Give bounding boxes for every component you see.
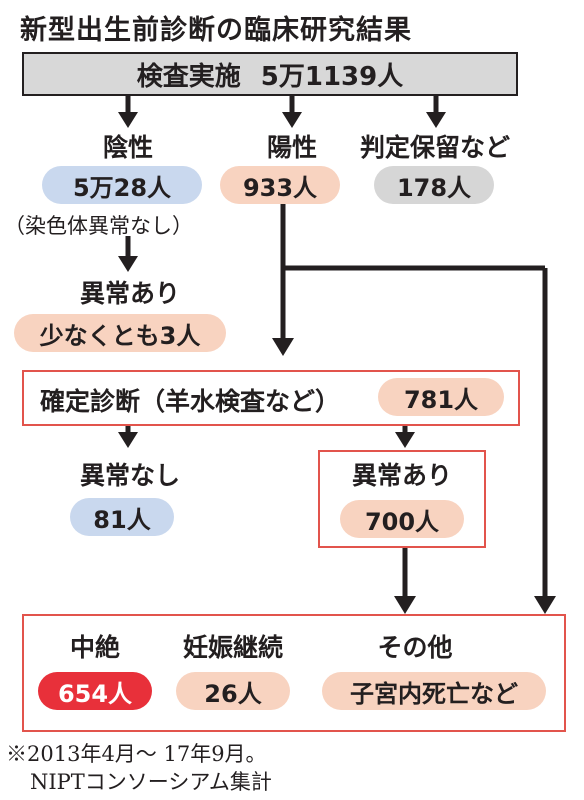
footnote-period: ※2013年4月～ 17年9月。 (6, 742, 267, 766)
confirm-box (22, 370, 520, 426)
arrowhead (426, 112, 446, 128)
positive-value: 933人 (220, 166, 340, 204)
negative-note: （染色体異常なし） (4, 214, 193, 238)
arrowhead (282, 112, 302, 128)
arrowhead (118, 112, 138, 128)
pending-label: 判定保留など (359, 133, 510, 162)
positive-label: 陽性 (266, 133, 317, 162)
no-abnormal-value: 81人 (70, 498, 174, 536)
other-label: その他 (377, 633, 453, 662)
pending-value: 178人 (374, 166, 494, 204)
arrowhead (118, 432, 138, 448)
continue-label: 妊娠継続 (182, 633, 283, 662)
false-negative-label: 異常あり (79, 279, 180, 308)
arrowhead (395, 432, 415, 448)
continue-value: 26人 (176, 672, 290, 710)
negative-label: 陰性 (102, 133, 153, 162)
negative-value: 5万28人 (42, 166, 202, 204)
arrowhead (118, 256, 138, 272)
footnote-source: NIPTコンソーシアム集計 (30, 770, 272, 794)
other-value: 子宮内死亡など (322, 672, 546, 710)
confirm-label: 確定診断（羊水検査など） (40, 387, 341, 416)
test-total-box: 検査実施 5万1139人 (22, 52, 518, 96)
no-abnormal-label: 異常なし (79, 461, 180, 490)
arrowhead (534, 596, 556, 614)
arrowhead (272, 338, 294, 356)
abnormal-label: 異常あり (351, 461, 452, 490)
diagram-title: 新型出生前診断の臨床研究結果 (20, 15, 412, 46)
false-negative-value: 少なくとも3人 (14, 314, 226, 352)
abortion-value: 654人 (38, 672, 152, 710)
abnormal-box (318, 450, 486, 548)
confirm-value: 781人 (378, 378, 504, 416)
test-total-value: 5万1139人 (260, 61, 404, 92)
abnormal-value: 700人 (340, 500, 464, 538)
outcomes-box (22, 614, 566, 732)
abortion-label: 中絶 (69, 633, 120, 662)
arrowhead (394, 596, 416, 614)
test-total-label: 検査実施 (136, 61, 241, 92)
